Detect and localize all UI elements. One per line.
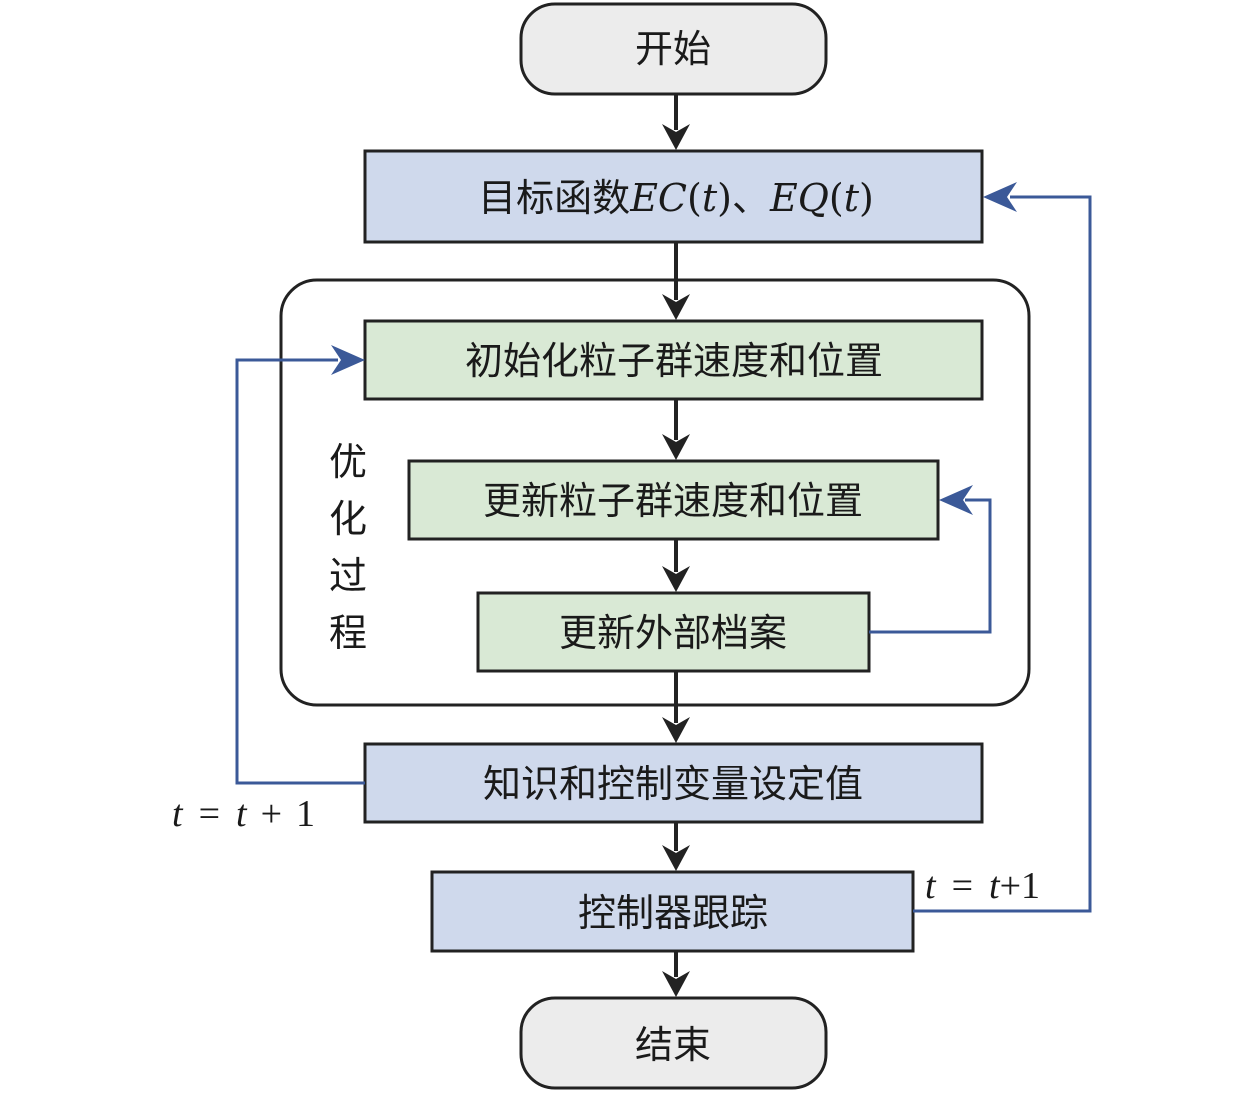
right-loop-t2: t xyxy=(989,865,1001,907)
controller-label: 控制器跟踪 xyxy=(578,891,768,935)
objective-node: 目标函数EC(t)、EQ(t) xyxy=(363,149,984,244)
end-label: 结束 xyxy=(635,1023,711,1067)
init-swarm-label: 初始化粒子群速度和位置 xyxy=(465,339,883,383)
feedback-controller-to-objective xyxy=(913,182,1092,913)
objective-label: 目标函数EC(t)、EQ(t) xyxy=(478,176,874,220)
update-swarm-label: 更新粒子群速度和位置 xyxy=(483,479,863,523)
right-loop-one: 1 xyxy=(1021,865,1040,907)
right-loop-t1: t xyxy=(925,865,937,907)
arrow-start-objective xyxy=(662,94,690,150)
objective-eq: EQ xyxy=(769,176,829,220)
right-loop-label: t=t+1 xyxy=(925,865,1040,907)
start-node: 开始 xyxy=(519,2,828,96)
group-label-char-3: 过 xyxy=(329,554,367,598)
optimization-group: 优 化 过 程 xyxy=(279,278,1031,707)
arrow-objective-init xyxy=(662,242,690,320)
left-loop-label: t = t +1 xyxy=(172,793,315,835)
objective-sep: 、 xyxy=(732,176,770,220)
setpoints-label: 知识和控制变量设定值 xyxy=(483,762,863,806)
objective-prefix: 目标函数 xyxy=(478,176,630,220)
arrow-setpoints-controller xyxy=(662,822,690,871)
group-label-char-4: 程 xyxy=(329,611,367,655)
update-swarm-node: 更新粒子群速度和位置 xyxy=(407,459,940,541)
end-node: 结束 xyxy=(519,996,828,1090)
left-loop-plus: + xyxy=(261,793,282,835)
objective-t2: t xyxy=(844,176,860,220)
feedback-archive-to-swarm xyxy=(869,485,992,634)
objective-ec: EC xyxy=(629,176,687,220)
update-archive-label: 更新外部档案 xyxy=(559,611,787,655)
left-loop-t2: t xyxy=(236,793,248,835)
right-loop-plus: + xyxy=(1000,865,1021,907)
update-archive-node: 更新外部档案 xyxy=(476,591,871,673)
controller-node: 控制器跟踪 xyxy=(430,870,915,953)
feedback-setpoints-to-init xyxy=(235,345,365,785)
arrow-init-update xyxy=(662,399,690,460)
group-label-char-1: 优 xyxy=(329,440,367,484)
group-label-char-2: 化 xyxy=(329,497,367,541)
objective-t1: t xyxy=(702,176,718,220)
left-loop-t1: t xyxy=(172,793,184,835)
arrow-controller-end xyxy=(662,951,690,997)
arrow-archive-setpoints xyxy=(662,671,690,743)
left-loop-one: 1 xyxy=(296,793,315,835)
start-label: 开始 xyxy=(635,27,711,71)
setpoints-node: 知识和控制变量设定值 xyxy=(363,742,984,824)
arrow-update-archive xyxy=(662,539,690,592)
init-swarm-node: 初始化粒子群速度和位置 xyxy=(363,319,984,401)
right-loop-eq: = xyxy=(952,865,973,907)
left-loop-eq: = xyxy=(199,793,220,835)
